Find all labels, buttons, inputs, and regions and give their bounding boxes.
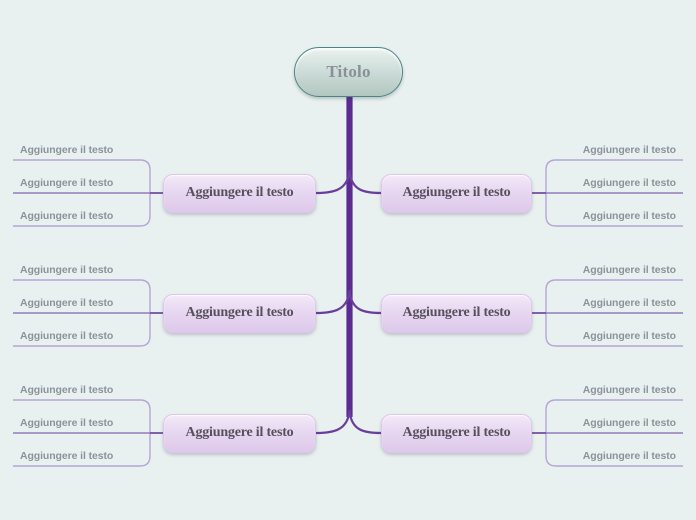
leaf-stub-lines bbox=[150, 192, 546, 434]
leaf-node-right-1-2[interactable]: Aggiungere il testo bbox=[582, 177, 676, 189]
leaf-node-right-2-3[interactable]: Aggiungere il testo bbox=[582, 330, 676, 342]
leaf-mid-lines bbox=[13, 192, 683, 434]
leaf-node-left-3-3[interactable]: Aggiungere il testo bbox=[20, 450, 114, 462]
leaf-node-left-2-2[interactable]: Aggiungere il testo bbox=[20, 297, 114, 309]
branch-label: Aggiungere il testo bbox=[402, 305, 511, 320]
branch-curve bbox=[314, 409, 351, 435]
branch-curves bbox=[314, 169, 383, 435]
branch-label: Aggiungere il testo bbox=[185, 185, 294, 200]
leaf-node-left-1-3[interactable]: Aggiungere il testo bbox=[20, 210, 114, 222]
branch-node-right-2[interactable]: Aggiungere il testo bbox=[381, 293, 532, 333]
branch-curve bbox=[348, 169, 383, 195]
leaf-node-left-2-3[interactable]: Aggiungere il testo bbox=[20, 330, 114, 342]
leaf-node-right-1-1[interactable]: Aggiungere il testo bbox=[582, 144, 676, 156]
branch-node-right-3[interactable]: Aggiungere il testo bbox=[381, 413, 532, 453]
leaf-node-right-3-3[interactable]: Aggiungere il testo bbox=[582, 450, 676, 462]
branch-curve bbox=[314, 289, 351, 315]
branch-label: Aggiungere il testo bbox=[402, 425, 511, 440]
branch-label: Aggiungere il testo bbox=[185, 425, 294, 440]
branch-label: Aggiungere il testo bbox=[402, 185, 511, 200]
branch-node-left-3[interactable]: Aggiungere il testo bbox=[163, 413, 316, 453]
leaf-node-left-1-2[interactable]: Aggiungere il testo bbox=[20, 177, 114, 189]
branch-curve bbox=[314, 169, 351, 195]
branch-curve bbox=[348, 409, 383, 435]
branch-node-left-2[interactable]: Aggiungere il testo bbox=[163, 293, 316, 333]
leaf-node-right-2-2[interactable]: Aggiungere il testo bbox=[582, 297, 676, 309]
title-label: Titolo bbox=[326, 62, 371, 81]
title-node[interactable]: Titolo bbox=[294, 47, 403, 97]
leaf-node-left-1-1[interactable]: Aggiungere il testo bbox=[20, 144, 114, 156]
leaf-node-left-2-1[interactable]: Aggiungere il testo bbox=[20, 264, 114, 276]
branch-curve bbox=[348, 289, 383, 315]
branch-node-left-1[interactable]: Aggiungere il testo bbox=[163, 173, 316, 213]
leaf-node-right-3-1[interactable]: Aggiungere il testo bbox=[582, 384, 676, 396]
branch-label: Aggiungere il testo bbox=[185, 305, 294, 320]
leaf-node-right-3-2[interactable]: Aggiungere il testo bbox=[582, 417, 676, 429]
leaf-node-right-2-1[interactable]: Aggiungere il testo bbox=[582, 264, 676, 276]
leaf-node-left-3-2[interactable]: Aggiungere il testo bbox=[20, 417, 114, 429]
branch-node-right-1[interactable]: Aggiungere il testo bbox=[381, 173, 532, 213]
leaf-node-left-3-1[interactable]: Aggiungere il testo bbox=[20, 384, 114, 396]
leaf-node-right-1-3[interactable]: Aggiungere il testo bbox=[582, 210, 676, 222]
